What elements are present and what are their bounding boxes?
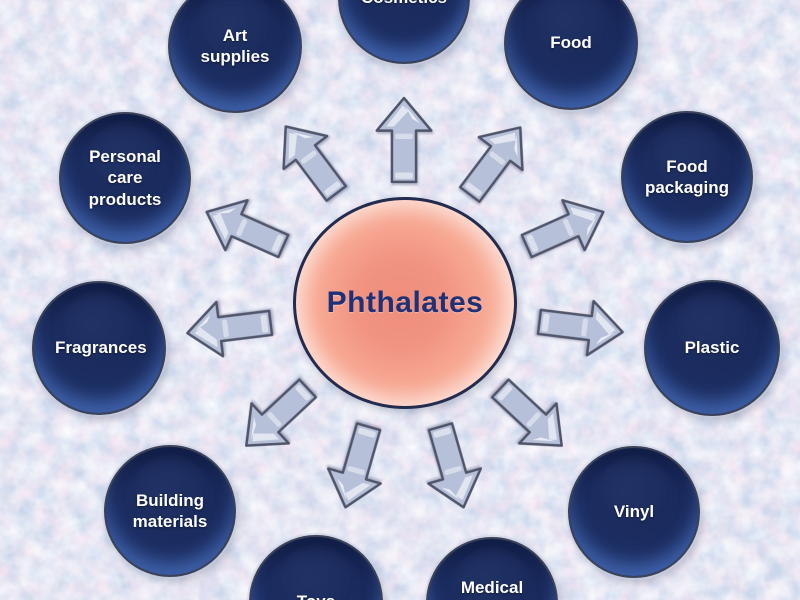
node-personal-care-label: Personal care products bbox=[88, 146, 162, 209]
arrow-to-plastic-icon bbox=[534, 293, 628, 361]
node-fragrances: Fragrances bbox=[32, 281, 166, 415]
node-food-packaging-label: Food packaging bbox=[644, 156, 730, 197]
center-node-phthalates: Phthalates bbox=[293, 197, 517, 409]
node-food: Food bbox=[504, 0, 638, 110]
arrow-to-fragrances-icon bbox=[182, 294, 276, 362]
node-art-supplies-label: Art supplies bbox=[200, 25, 270, 66]
node-personal-care: Personal care products bbox=[59, 112, 191, 244]
node-medical-label: Medical bbox=[460, 578, 524, 598]
node-art-supplies: Art supplies bbox=[168, 0, 302, 113]
center-node-label: Phthalates bbox=[326, 286, 484, 319]
node-cosmetics-label: Cosmetics bbox=[360, 0, 448, 9]
node-food-packaging: Food packaging bbox=[621, 111, 753, 243]
node-plastic: Plastic bbox=[644, 280, 780, 416]
arrow-to-cosmetics-icon bbox=[375, 96, 433, 184]
node-plastic-label: Plastic bbox=[684, 338, 740, 358]
node-fragrances-label: Fragrances bbox=[55, 338, 147, 358]
node-food-label: Food bbox=[550, 33, 592, 53]
node-vinyl-label: Vinyl bbox=[613, 502, 655, 522]
node-vinyl: Vinyl bbox=[568, 446, 700, 578]
node-building-materials: Building materials bbox=[104, 445, 236, 577]
node-building-materials-label: Building materials bbox=[132, 490, 208, 531]
node-toys-label: Toys bbox=[272, 591, 360, 600]
